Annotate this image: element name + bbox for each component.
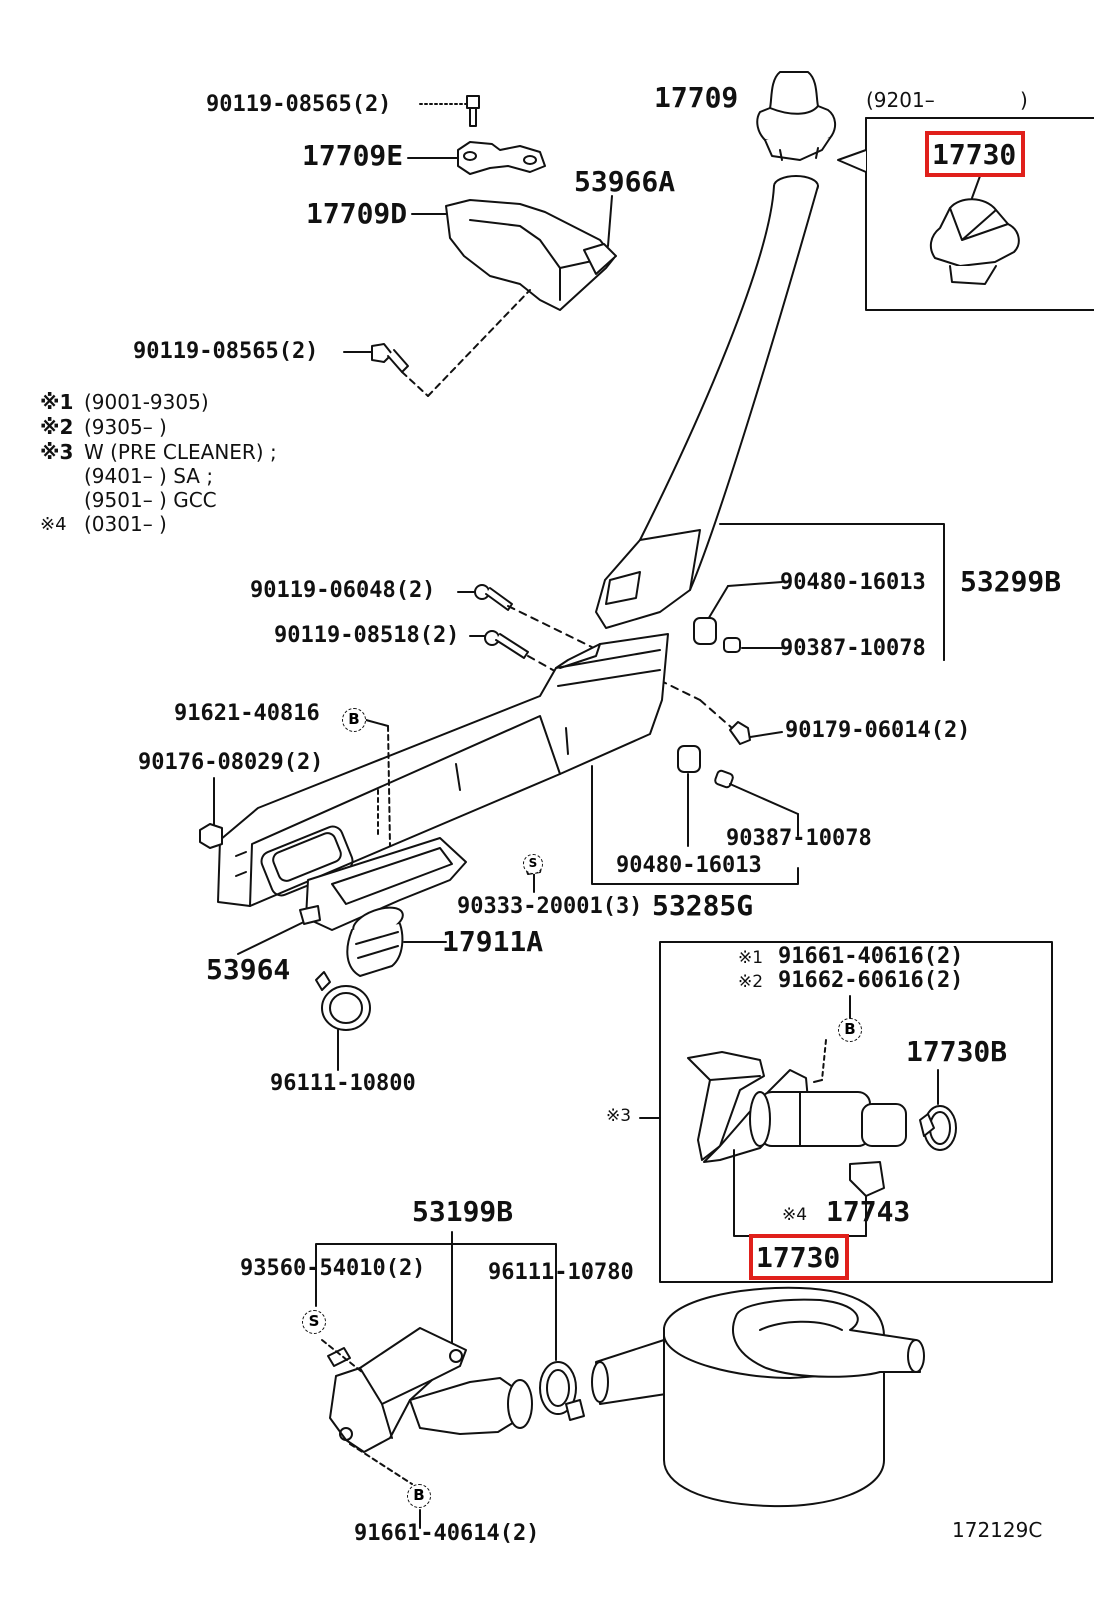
label-90119-08565-top: 90119-08565(2) [206, 92, 392, 117]
label-53285g: 53285G [652, 889, 754, 922]
drawing-code: 172129C [952, 1518, 1043, 1542]
label-9201-close: ) [1020, 88, 1028, 112]
label-90387-10078-b: 90387-10078 [726, 826, 872, 851]
label-91662-60616: 91662-60616(2) [778, 968, 964, 993]
leader-53299b [693, 523, 945, 661]
inset-box [837, 117, 1094, 311]
bolt-mid-drawing [343, 343, 429, 397]
circle-b-precleaner: B [838, 1018, 862, 1042]
label-17730-top: 17730 [932, 138, 1017, 171]
label-17709e: 17709E [302, 139, 404, 172]
label-90387-10078-a: 90387-10078 [780, 636, 926, 661]
snorkel-tube-drawing [595, 175, 819, 629]
highlight-17730-top [925, 131, 1025, 177]
bolt-top-drawing [419, 95, 480, 127]
note-3c: (9501– ) GCC [84, 488, 217, 512]
note-3: W (PRE CLEANER) ; [84, 440, 277, 464]
box-mark-3: ※3 [606, 1106, 632, 1126]
highlight-17730-bottom [749, 1234, 849, 1280]
circle-b-40614: B [407, 1484, 431, 1508]
label-90176-08029: 90176-08029(2) [138, 750, 324, 775]
label-9201: (9201– [866, 88, 935, 112]
note-3b: (9401– ) SA ; [84, 464, 214, 488]
note-4: (0301– ) [84, 512, 167, 536]
note-2: (9305– ) [84, 415, 167, 439]
box-mark-4: ※4 [782, 1205, 808, 1225]
snorkel-cap-drawing [756, 71, 836, 161]
note-mark-4: ※4 [40, 514, 67, 535]
left-leaders-drawing [199, 719, 391, 849]
label-17709d: 17709D [306, 197, 408, 230]
label-96111-10800: 96111-10800 [270, 1071, 416, 1096]
main-duct-drawing [217, 633, 669, 907]
label-91621-40816: 91621-40816 [174, 701, 320, 726]
note-mark-1: ※1 [40, 390, 74, 414]
circle-s-93560: S [302, 1310, 326, 1334]
label-90333-20001: 90333-20001(3) [457, 894, 643, 919]
note-mark-2: ※2 [40, 415, 74, 439]
label-53199b: 53199B [412, 1195, 514, 1228]
label-96111-10780: 96111-10780 [488, 1260, 634, 1285]
pre-cleaner-box [639, 941, 1053, 1283]
air-cleaner-drawing [591, 1286, 925, 1508]
label-90119-08518: 90119-08518(2) [274, 623, 460, 648]
label-17709: 17709 [654, 81, 739, 114]
leader-53199b [315, 1231, 557, 1361]
label-90119-08565-mid: 90119-08565(2) [133, 339, 319, 364]
box-mark-2: ※2 [738, 972, 764, 992]
label-17730-bottom: 17730 [756, 1241, 841, 1274]
circle-b-91621: B [342, 708, 366, 732]
circle-s-90333: S [523, 854, 543, 874]
flange-hose-drawing [237, 837, 467, 977]
note-1: (9001-9305) [84, 390, 209, 414]
label-91661-40614: 91661-40614(2) [354, 1521, 540, 1546]
label-90179-06014: 90179-06014(2) [785, 718, 971, 743]
bracket-17709d-drawing [411, 195, 617, 397]
clamp-10780-drawing [539, 1361, 585, 1421]
label-53299b: 53299B [960, 565, 1062, 598]
label-17911a: 17911A [442, 925, 544, 958]
label-90480-16013-b: 90480-16013 [616, 853, 762, 878]
elbow-duct-drawing [321, 1327, 533, 1523]
label-17743: 17743 [826, 1195, 911, 1228]
pre-cleaner-drawing [687, 1051, 957, 1237]
label-17730b: 17730B [906, 1035, 1008, 1068]
clamp-10800-drawing [315, 971, 371, 1071]
label-53964: 53964 [206, 953, 291, 986]
label-93560-54010: 93560-54010(2) [240, 1256, 426, 1281]
label-53966a: 53966A [574, 165, 676, 198]
label-90119-06048: 90119-06048(2) [250, 578, 436, 603]
label-91661-40616: 91661-40616(2) [778, 944, 964, 969]
leader-53285g [591, 721, 799, 885]
bracket-17709e-drawing [407, 141, 546, 175]
label-90480-16013-a: 90480-16013 [780, 570, 926, 595]
note-mark-3: ※3 [40, 440, 74, 464]
box-mark-1: ※1 [738, 948, 764, 968]
